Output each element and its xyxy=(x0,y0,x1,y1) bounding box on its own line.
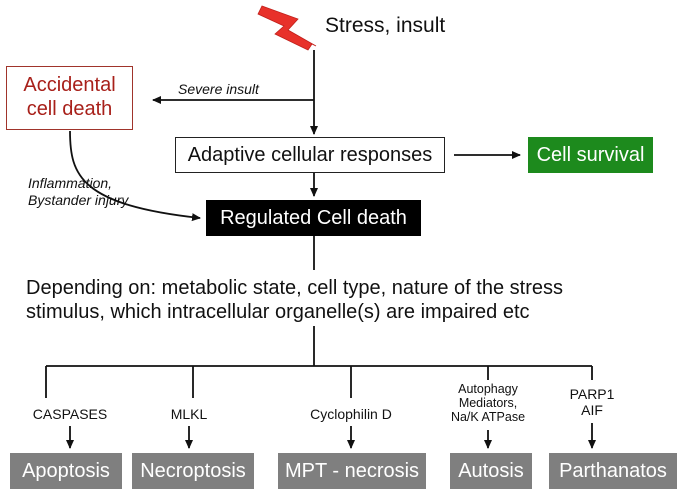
outcome-autosis: Autosis xyxy=(450,453,532,489)
mediator-autophagy: Autophagy Mediators, Na/K ATPase xyxy=(450,382,526,424)
depending-text: Depending on: metabolic state, cell type… xyxy=(26,276,563,324)
mediator-mlkl: MLKL xyxy=(170,406,208,422)
severe-insult-label: Severe insult xyxy=(178,81,259,97)
outcome-mpt-necrosis: MPT - necrosis xyxy=(278,453,426,489)
lightning-bolt-icon xyxy=(257,5,317,51)
mediator-caspases: CASPASES xyxy=(32,406,108,422)
inflammation-label: Inflammation, Bystander injury xyxy=(28,175,129,208)
outcome-necroptosis: Necroptosis xyxy=(132,453,254,489)
accidental-cell-death-box: Accidental cell death xyxy=(6,66,133,130)
outcome-parthanatos: Parthanatos xyxy=(549,453,677,489)
regulated-cell-death-box: Regulated Cell death xyxy=(206,200,421,236)
stress-insult-label: Stress, insult xyxy=(325,14,446,37)
cell-survival-box: Cell survival xyxy=(528,137,653,173)
depending-line-2: stimulus, which intracellular organelle(… xyxy=(26,301,530,323)
arrow-inflammation-curve xyxy=(69,130,201,222)
depending-line-1: Depending on: metabolic state, cell type… xyxy=(26,277,563,299)
adaptive-responses-box: Adaptive cellular responses xyxy=(175,137,445,173)
mediator-cyclophilin: Cyclophilin D xyxy=(310,406,392,422)
mediator-parp1-aif: PARP1 AIF xyxy=(569,386,615,418)
outcome-apoptosis: Apoptosis xyxy=(10,453,122,489)
